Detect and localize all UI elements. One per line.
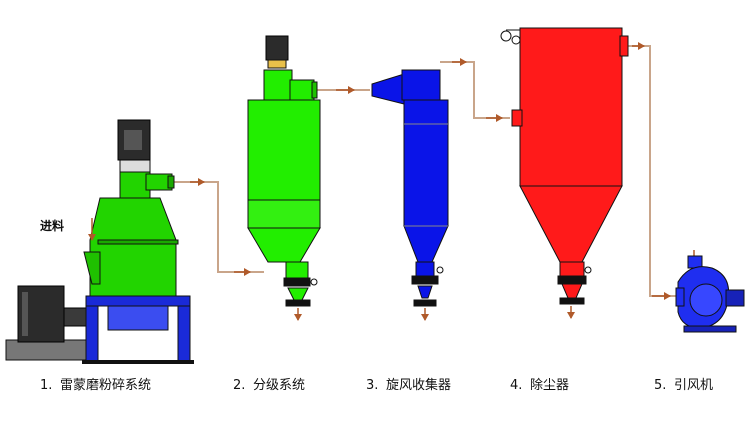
caption-number: 4. [510, 378, 522, 393]
cyclone-body [371, 69, 449, 299]
rotary-valve-icon [557, 266, 592, 305]
collector-body [511, 27, 629, 299]
caption-text: 旋风收集器 [386, 377, 451, 393]
caption-text: 引风机 [674, 378, 713, 393]
classifier-unit [247, 35, 321, 307]
mill-body [83, 171, 179, 297]
induced-draft-fan-unit [675, 255, 745, 333]
caption-2: 2. 分级系统 [233, 378, 305, 393]
cyclone-bands [404, 123, 448, 227]
caption-1: 1. 雷蒙磨粉碎系统 [40, 378, 151, 393]
rotary-valve-icon [411, 266, 444, 307]
motor-icon [265, 35, 289, 69]
caption-text: 分级系统 [253, 378, 305, 393]
caption-number: 1. [40, 378, 52, 393]
rotary-valve-icon [283, 277, 318, 307]
feed-label: 进料 [40, 218, 64, 233]
dust-collector-unit [500, 27, 629, 305]
caption-text: 雷蒙磨粉碎系统 [60, 378, 151, 393]
classifier-body [247, 69, 321, 301]
flow-arrows [190, 42, 671, 300]
discharge-arrows [294, 250, 698, 321]
caption-5: 5. 引风机 [654, 378, 713, 393]
motor-icon [5, 285, 95, 361]
pipe-cyclone-to-collector [440, 61, 510, 119]
raymond-mill-unit [5, 119, 194, 364]
pipe-collector-to-fan [628, 45, 676, 297]
mill-stand [85, 295, 191, 363]
fan-body [675, 255, 745, 333]
caption-number: 5. [654, 378, 666, 393]
pulse-valve-assembly [500, 29, 521, 45]
caption-text: 除尘器 [530, 378, 569, 393]
caption-4: 4. 除尘器 [510, 378, 569, 393]
cyclone-unit [371, 69, 449, 307]
caption-3: 3. 旋风收集器 [366, 377, 451, 393]
motor-icon [117, 119, 151, 173]
caption-number: 3. [366, 378, 378, 393]
caption-number: 2. [233, 378, 245, 393]
